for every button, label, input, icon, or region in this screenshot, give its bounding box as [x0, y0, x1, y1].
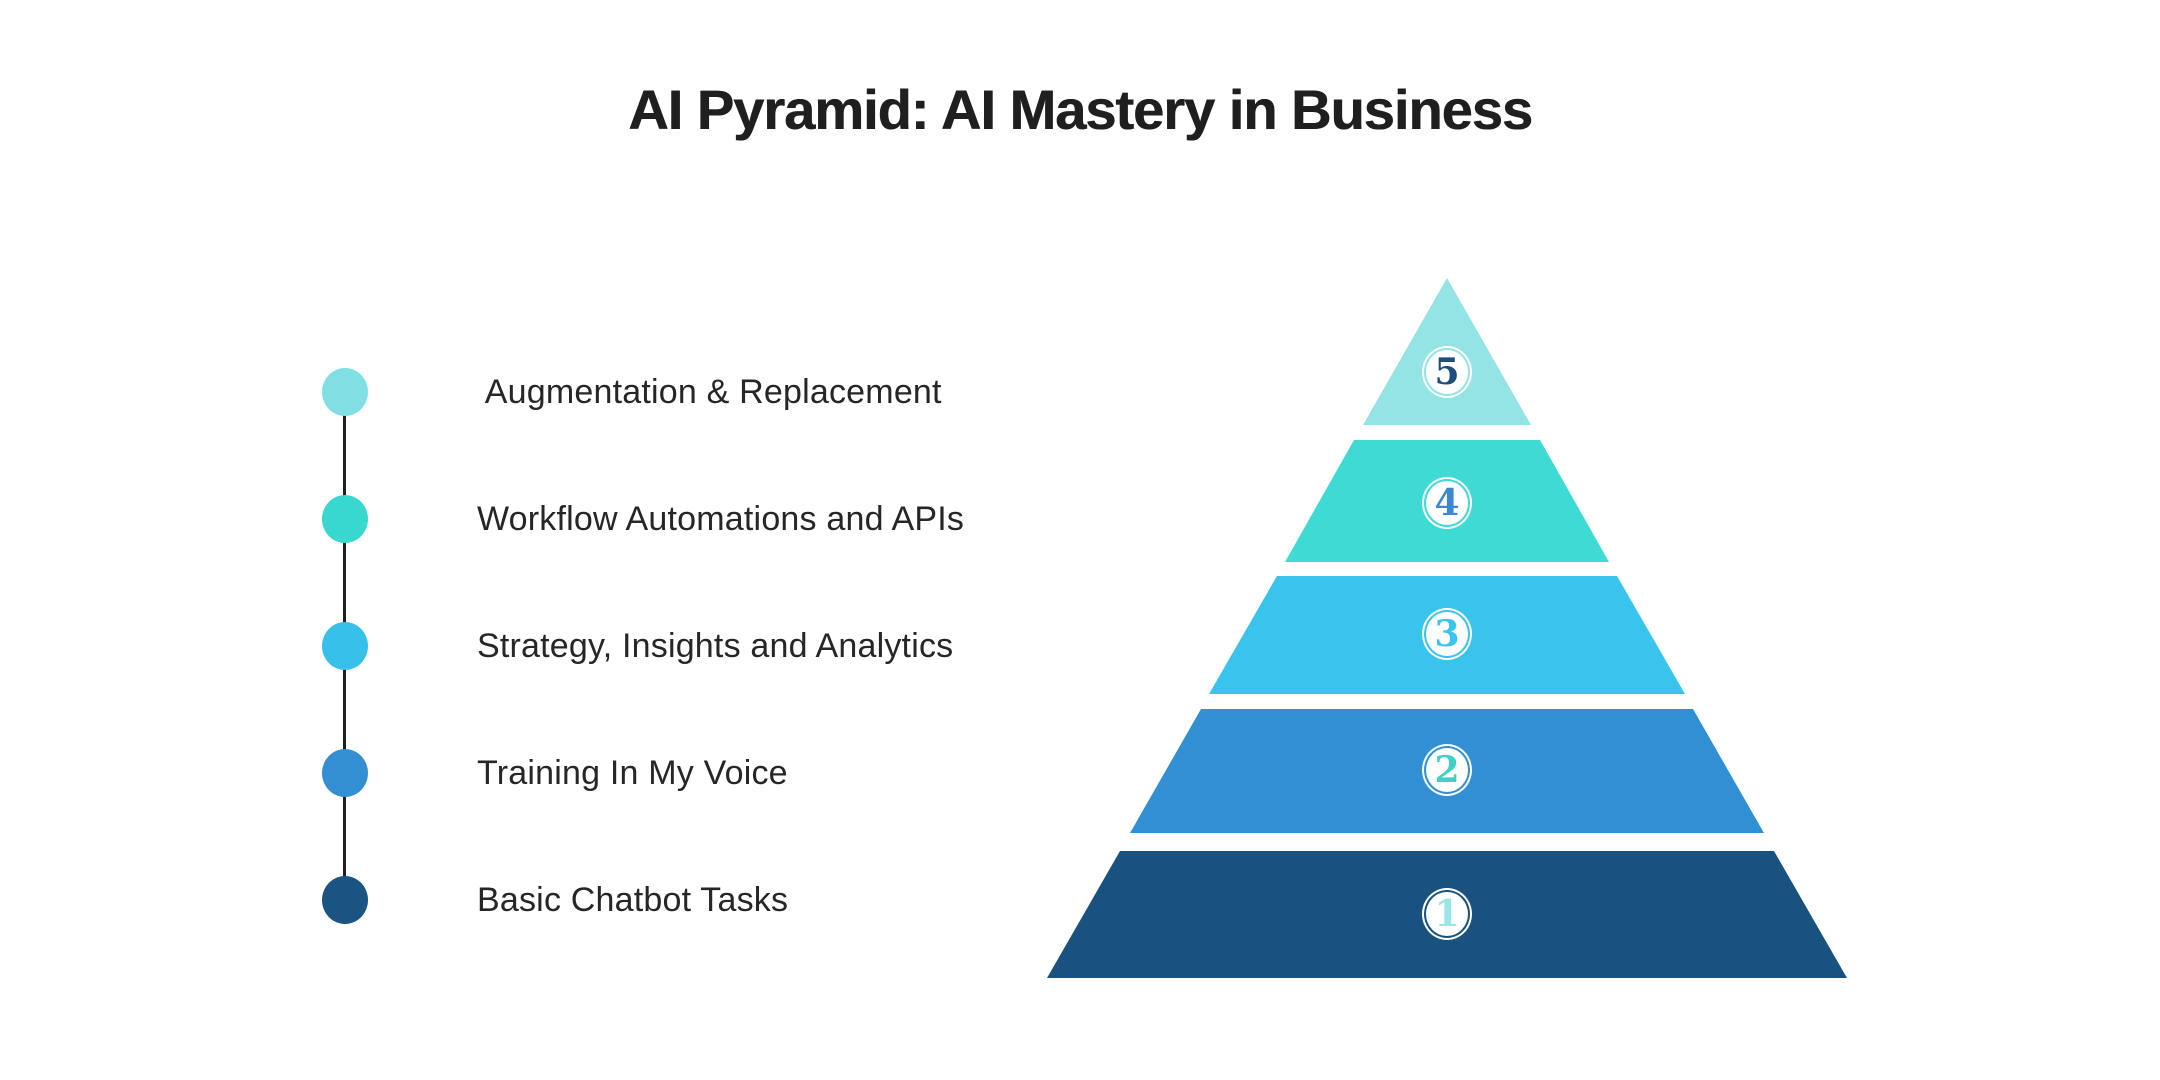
level-number-badge: 1: [1422, 888, 1472, 940]
level-number: 5: [1434, 351, 1460, 393]
level-number-badge: 2: [1422, 744, 1472, 796]
timeline-dot-icon: [322, 368, 368, 416]
level-number: 4: [1434, 482, 1460, 524]
timeline-label: Strategy, Insights and Analytics: [477, 626, 954, 665]
timeline-dot-icon: [322, 749, 368, 797]
pyramid-chart: 5 4 3 2 1: [1047, 278, 1847, 978]
timeline-item: Training In My Voice: [322, 749, 788, 797]
level-number: 1: [1434, 893, 1460, 935]
level-number: 3: [1434, 613, 1460, 655]
timeline-item: Strategy, Insights and Analytics: [322, 622, 953, 670]
timeline-label: Augmentation & Replacement: [477, 372, 942, 411]
level-number-badge: 3: [1422, 608, 1472, 660]
timeline-dot-icon: [322, 622, 368, 670]
timeline-label: Workflow Automations and APIs: [477, 499, 965, 538]
level-number-badge: 4: [1422, 477, 1472, 529]
timeline-dot-icon: [322, 876, 368, 924]
timeline-item: Basic Chatbot Tasks: [322, 876, 788, 924]
timeline-label: Basic Chatbot Tasks: [477, 880, 789, 919]
level-number-badge: 5: [1422, 346, 1472, 398]
page-title: AI Pyramid: AI Mastery in Business: [628, 78, 1533, 141]
level-number: 2: [1434, 749, 1460, 791]
timeline-item: Workflow Automations and APIs: [322, 495, 964, 543]
timeline-item: Augmentation & Replacement: [322, 368, 942, 416]
timeline-dot-icon: [322, 495, 368, 543]
timeline-label: Training In My Voice: [477, 753, 788, 792]
